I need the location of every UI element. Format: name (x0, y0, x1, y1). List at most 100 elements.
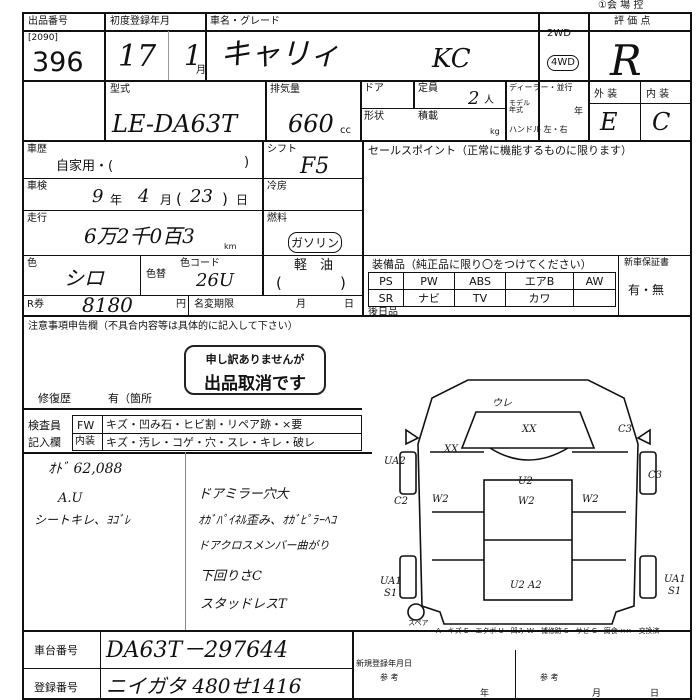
hline (360, 108, 505, 109)
inspection-month: 4 (138, 186, 150, 207)
mark-c3-2: C3 (648, 470, 662, 481)
hw-r1: ドアミラー穴大 (198, 487, 289, 502)
capacity-label: 定員 (418, 83, 438, 94)
sheet-frame (22, 12, 692, 700)
lot-sub: [2090] (28, 33, 58, 43)
mark-u2-1: U2 (518, 476, 533, 487)
repair-label: 修復歴 (38, 392, 71, 405)
transfer-month: 月 (296, 299, 306, 310)
color-no-label: 色替 (146, 269, 166, 280)
mark-w2-1: W2 (518, 496, 535, 507)
hw-r2: ｵｶﾞﾊﾟｲﾈﾙ歪み、ｵｶﾞﾋﾟﾗｰﾍｺ (198, 513, 337, 527)
model-year-label: モデル年式 (509, 99, 530, 114)
dealer-label: ディーラー・並行 (509, 83, 573, 92)
lot-label: 出品番号 (28, 16, 68, 27)
transfer-day: 日 (344, 299, 354, 310)
score-label: 評 価 点 (614, 16, 651, 27)
vline (265, 80, 267, 140)
displacement-value: 660 (288, 110, 334, 138)
month-unit-2: 月 (160, 193, 173, 207)
vline (104, 12, 106, 140)
door-label: ドア (364, 83, 384, 94)
hline (22, 452, 372, 454)
equip-empty (573, 289, 616, 307)
recycle-value: 8180 (82, 293, 133, 317)
color-value: シロ (64, 266, 104, 290)
hw-odo: ｵﾄﾞ 62,088 (48, 461, 123, 477)
displacement-unit: cc (340, 125, 351, 136)
mark-u2-2: U2 (510, 580, 525, 591)
model-year-unit: 年 (574, 107, 584, 117)
hline (22, 140, 692, 142)
hline (22, 668, 352, 669)
shift-value: F5 (300, 154, 330, 179)
mark-w2-3: W2 (582, 494, 599, 505)
mileage-label: 走行 (27, 213, 47, 224)
mark-w2-2: W2 (432, 494, 449, 505)
mileage-unit: km (224, 242, 237, 251)
first-reg-month: 1 (184, 39, 202, 72)
fw-items: キズ・凹み石・ヒビ割・リペア跡・×要 (106, 418, 303, 431)
hline (22, 315, 692, 317)
yen-unit: 円 (176, 299, 186, 310)
hline (168, 31, 169, 80)
stamp-line2: 出品取消です (204, 374, 306, 394)
hline (72, 433, 362, 434)
shape-label: 形状 (364, 111, 384, 122)
exterior-label: 外 装 (594, 89, 618, 100)
mark-ua2: UA2 (384, 456, 406, 467)
vline (588, 12, 590, 140)
mark-c3-1: C3 (618, 424, 632, 435)
usage-label: 車歴 (27, 144, 47, 155)
equip-sr: SR (368, 289, 404, 307)
hline (22, 210, 362, 211)
vline (362, 140, 364, 315)
lot-number: 396 (32, 47, 84, 78)
mark-c2: C2 (394, 496, 408, 507)
hw-au: A.U (58, 491, 83, 506)
hw-r3: ドアクロスメンバー曲がり (198, 539, 330, 552)
mileage-value: 6万2千0百3 (84, 224, 195, 248)
first-reg-year: 17 (118, 39, 157, 74)
ref-label-1: 参 考 (380, 673, 399, 682)
fuel-paren-close: ) (340, 274, 346, 292)
load-unit: kg (490, 127, 500, 136)
equip-ps: PS (368, 272, 404, 290)
score: R (610, 36, 642, 85)
color-code-label: 色コード (180, 258, 220, 269)
vline (640, 80, 641, 140)
vline (352, 630, 354, 700)
mark-xx-1: XX (443, 444, 459, 455)
vline (413, 80, 415, 108)
displacement-label: 排気量 (270, 84, 300, 95)
inspection-label: 車検 (27, 181, 47, 192)
hline (22, 630, 692, 632)
equip-aw: AW (573, 272, 616, 290)
mark-ua1-r: UA1 (664, 574, 686, 585)
transfer-label: 名変期限 (194, 299, 234, 310)
car-diagram: ウレ XX XX C3 UA2 C2 U2 W2 W2 W2 C3 U2 A2 … (380, 379, 686, 625)
hline (22, 255, 362, 256)
reg-label: 登録番号 (34, 681, 78, 694)
vline (538, 12, 540, 140)
color-label: 色 (27, 258, 37, 269)
cancel-stamp: 申し訳ありませんが 出品取消です (184, 345, 326, 395)
interior-label: 内 装 (646, 89, 670, 100)
venue: ①会 場 控 (598, 0, 644, 11)
later-docs-label: 後日品 (368, 307, 398, 318)
hw-r4: 下回りさC (200, 569, 262, 584)
first-reg-label: 初度登録年月 (110, 16, 170, 27)
equip-leather: カワ (505, 289, 575, 307)
ref-month: 月 (592, 689, 602, 699)
selling-points-title: セールスポイント（正常に機能するものに限ります） (368, 144, 632, 157)
ref-year: 年 (480, 689, 490, 699)
drive-4wd: 4WD (547, 55, 579, 71)
month-unit: 月 (196, 65, 206, 76)
vline (262, 140, 264, 295)
mark-a2: A2 (527, 580, 542, 591)
drive-2wd: 2WD (547, 28, 571, 39)
equip-navi: ナビ (402, 289, 456, 307)
notes-title: 注意事項申告欄（不具合内容等は具体的に記入して下さい） (28, 321, 298, 332)
mark-xx-2: XX (521, 424, 537, 435)
mark-ure: ウレ (492, 397, 512, 409)
